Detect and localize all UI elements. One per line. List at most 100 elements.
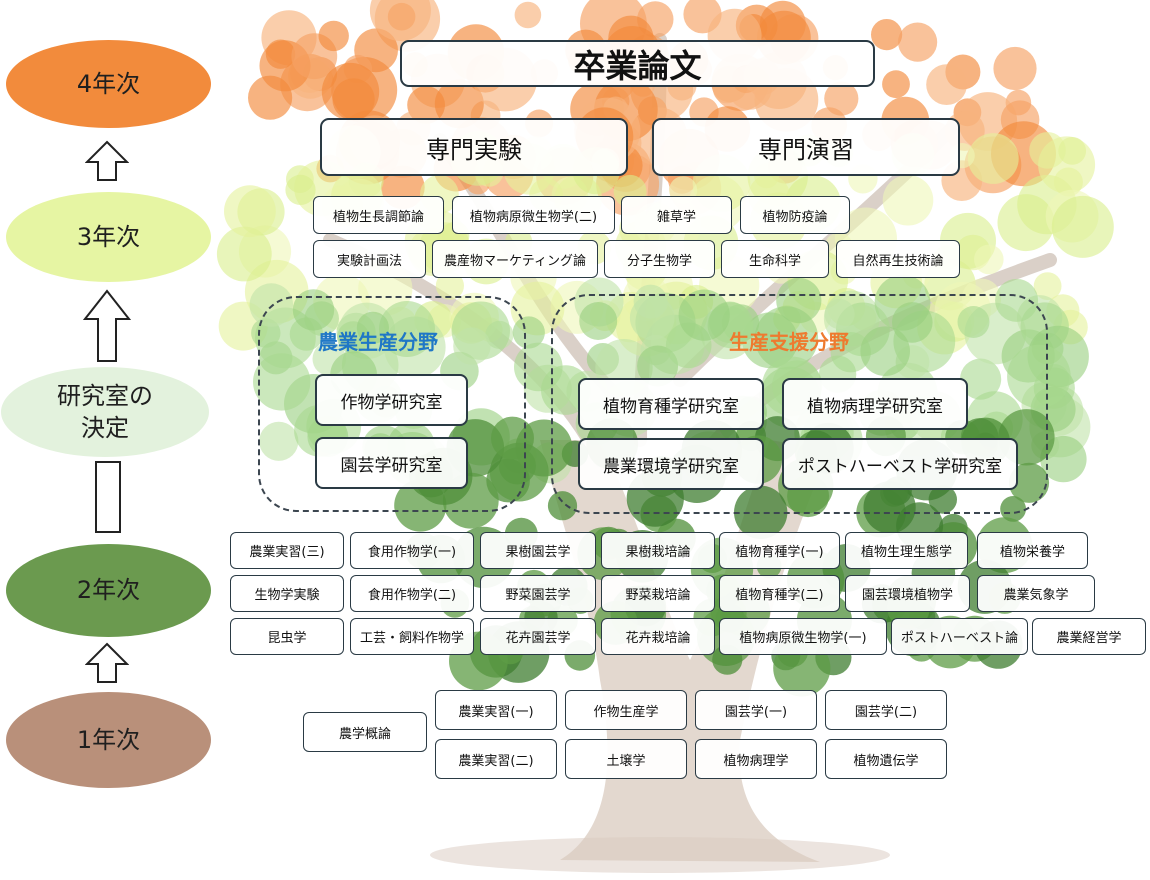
production-support-field-group xyxy=(551,294,1048,514)
production-support-field-title: 生産支援分野 xyxy=(729,330,849,354)
year2-label: 2年次 xyxy=(76,576,141,605)
leaf-circle xyxy=(1053,167,1083,197)
course-box: 昆虫学 xyxy=(230,618,344,655)
course-box: 農業実習(三) xyxy=(230,532,344,569)
course-box: 植物生理生態学 xyxy=(845,532,968,569)
leaf-circle xyxy=(776,277,822,324)
course-box: 野菜栽培論 xyxy=(601,575,715,612)
leaf-circle xyxy=(434,79,484,129)
lab-box: 作物学研究室 xyxy=(315,374,468,426)
course-box: 植物遺伝学 xyxy=(825,739,947,779)
leaf-circle xyxy=(318,20,349,52)
intro-agriculture-box: 農学概論 xyxy=(303,712,427,752)
leaf-circle xyxy=(892,302,933,343)
course-box: 植物防疫論 xyxy=(740,196,850,234)
lab-decision-label: 研究室の 決定 xyxy=(57,380,153,445)
leaf-circle xyxy=(957,306,990,338)
course-box: 農業実習(二) xyxy=(435,739,557,779)
lab-decision-line2: 決定 xyxy=(81,414,129,442)
lab-box: ポストハーベスト学研究室 xyxy=(782,438,1018,490)
leaf-circle xyxy=(637,345,679,387)
lab-box: 植物育種学研究室 xyxy=(578,378,764,430)
leaf-circle xyxy=(926,64,967,105)
year1-label: 1年次 xyxy=(76,725,141,754)
leaf-circle xyxy=(1033,272,1062,300)
course-box: 農業気象学 xyxy=(977,575,1095,612)
course-box: 植物病理学 xyxy=(695,739,817,779)
course-box: 果樹栽培論 xyxy=(601,532,715,569)
lab-box: 園芸学研究室 xyxy=(315,437,468,489)
year4-oval: 4年次 xyxy=(6,40,211,128)
leaf-circle xyxy=(824,299,855,330)
course-box: 植物栄養学 xyxy=(977,532,1088,569)
leaf-circle xyxy=(974,244,1004,275)
course-box: 雑草学 xyxy=(621,196,732,234)
course-box: 植物生長調節論 xyxy=(313,196,444,234)
course-box: 自然再生技術論 xyxy=(836,240,960,278)
course-box: 植物病原微生物学(二) xyxy=(452,196,615,234)
year1-oval: 1年次 xyxy=(6,692,211,788)
leaf-circle xyxy=(453,327,491,365)
year2-oval: 2年次 xyxy=(6,544,211,637)
leaf-circle xyxy=(265,39,296,69)
leaf-circle xyxy=(491,416,534,460)
leaf-circle xyxy=(253,353,311,411)
course-box: 園芸環境植物学 xyxy=(845,575,970,612)
course-box: 分子生物学 xyxy=(604,240,715,278)
leaf-circle xyxy=(898,22,938,62)
course-box: 生物学実験 xyxy=(230,575,344,612)
course-box: 農業実習(一) xyxy=(435,690,557,730)
lab-box: 農業環境学研究室 xyxy=(578,438,764,490)
up-arrow-icon xyxy=(95,461,121,533)
course-box: 園芸学(二) xyxy=(825,690,947,730)
leaf-circle xyxy=(824,81,859,116)
year3-label: 3年次 xyxy=(76,222,141,251)
course-box: 植物病原微生物学(一) xyxy=(719,618,887,655)
leaf-circle xyxy=(863,481,916,534)
lab-decision-line1: 研究室の xyxy=(57,381,153,410)
leaf-circle xyxy=(629,295,675,341)
leaf-circle xyxy=(292,289,335,331)
lab-decision-oval: 研究室の 決定 xyxy=(1,367,209,457)
course-box: 果樹園芸学 xyxy=(480,532,596,569)
leaf-circle xyxy=(514,1,542,29)
leaf-circle xyxy=(882,174,934,226)
course-box: 食用作物学(二) xyxy=(350,575,474,612)
course-box: 生命科学 xyxy=(721,240,829,278)
course-box: 土壌学 xyxy=(565,739,687,779)
leaf-circle xyxy=(285,174,316,205)
lab-box: 植物病理学研究室 xyxy=(782,378,968,430)
leaf-circle xyxy=(1007,344,1071,409)
up-arrow-icon xyxy=(83,289,131,362)
leaf-circle xyxy=(356,311,389,344)
leaf-circle xyxy=(379,301,435,357)
up-arrow-icon xyxy=(85,642,129,683)
leaf-circle xyxy=(224,185,276,238)
course-box: 農産物マーケティング論 xyxy=(432,240,598,278)
leaf-circle xyxy=(928,485,957,514)
leaf-circle xyxy=(960,358,1002,400)
leaf-circle xyxy=(993,46,1037,91)
course-box: 食用作物学(一) xyxy=(350,532,474,569)
course-box: 野菜園芸学 xyxy=(480,575,596,612)
course-box: 作物生産学 xyxy=(565,690,687,730)
year4-label: 4年次 xyxy=(76,69,141,98)
leaf-circle xyxy=(435,271,464,300)
course-box: 農業経営学 xyxy=(1032,618,1146,655)
leaf-circle xyxy=(216,226,272,282)
specialized-seminar-box: 専門演習 xyxy=(652,118,960,176)
course-box: 園芸学(一) xyxy=(695,690,817,730)
agri-production-field-title: 農業生産分野 xyxy=(318,330,438,354)
leaf-circle xyxy=(1051,195,1114,258)
thesis-box: 卒業論文 xyxy=(400,40,875,87)
leaf-circle xyxy=(997,194,1055,252)
leaf-circle xyxy=(882,70,910,99)
leaf-circle xyxy=(678,289,730,341)
leaf-circle xyxy=(967,133,1019,184)
course-box: 植物育種学(二) xyxy=(719,575,840,612)
leaf-circle xyxy=(259,421,299,461)
course-box: 実験計画法 xyxy=(313,240,426,278)
course-box: 工芸・飼料作物学 xyxy=(350,618,474,655)
course-box: 花卉園芸学 xyxy=(480,618,596,655)
leaf-circle xyxy=(871,18,903,51)
